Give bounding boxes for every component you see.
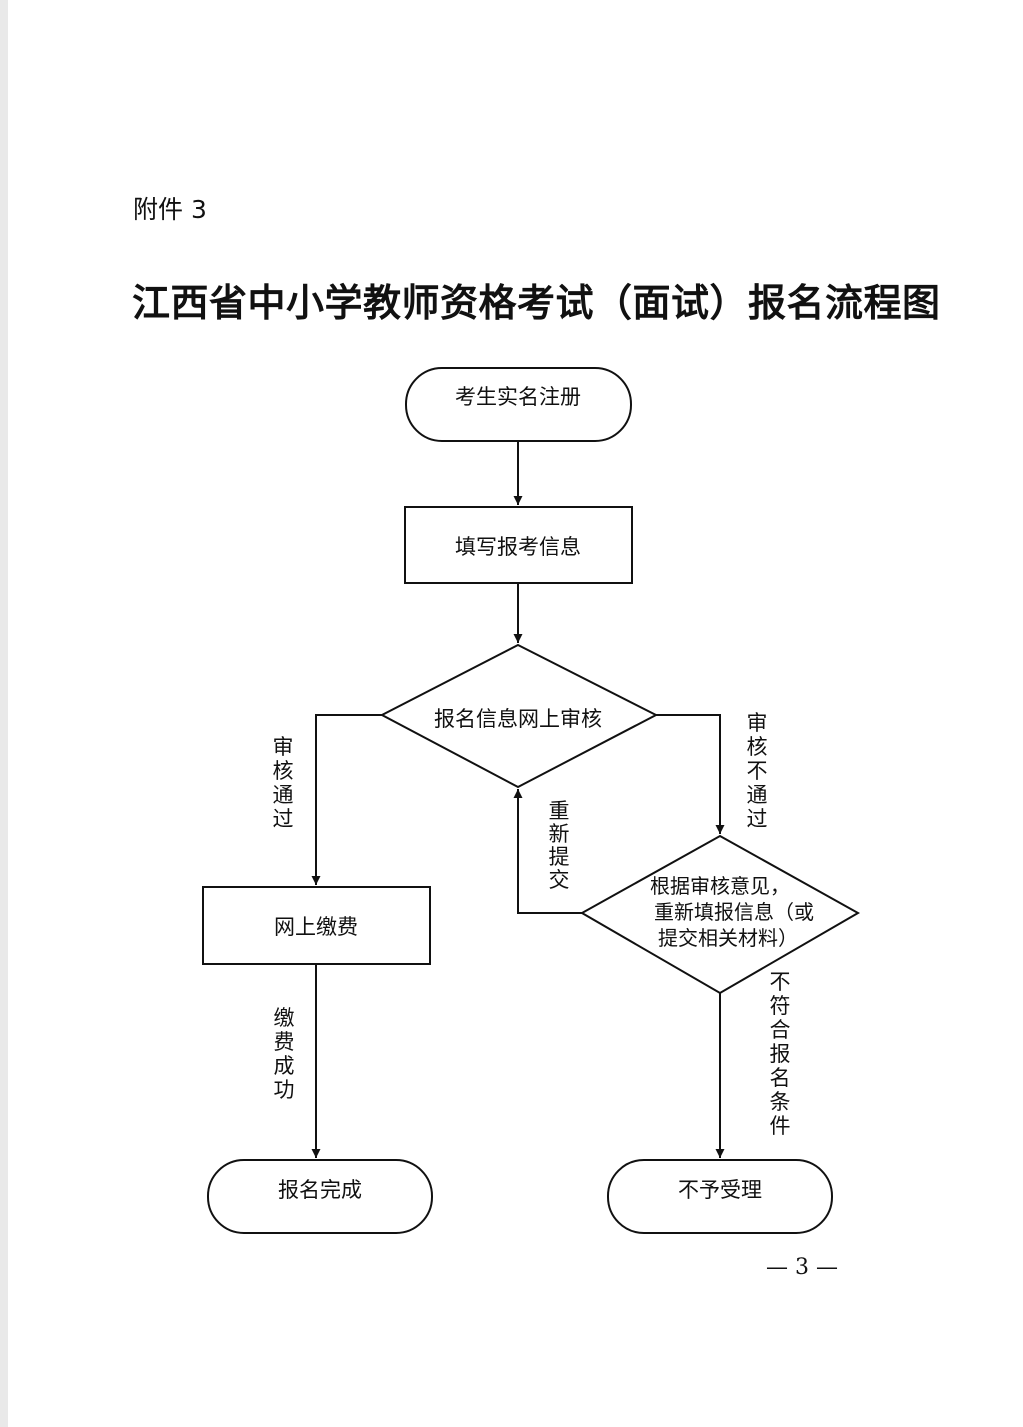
page-edge-shadow [0, 0, 8, 1427]
node-resubmit-line-2: 重新填报信息（或 [654, 900, 814, 924]
edge-label-pass: 审核通过 [273, 735, 294, 831]
edge-review-fail [656, 714, 725, 834]
edge-review-pass [311, 714, 382, 885]
edge-label-char: 提 [549, 845, 570, 869]
node-register-label: 考生实名注册 [455, 385, 581, 409]
node-register: 考生实名注册 [405, 367, 632, 442]
node-payment: 网上缴费 [202, 886, 431, 965]
edge-label-char: 条 [770, 1090, 791, 1114]
page-title: 江西省中小学教师资格考试（面试）报名流程图 [132, 280, 941, 325]
edge-label-char: 过 [747, 807, 768, 831]
edge-label-char: 符 [770, 994, 791, 1018]
edge-label-char: 缴 [274, 1006, 295, 1030]
edge-label-ineligible: 不符合报名条件 [770, 970, 791, 1138]
edge-label-char: 交 [549, 868, 570, 892]
edge-label-char: 核 [747, 735, 768, 759]
node-fill-info-label: 填写报考信息 [455, 535, 581, 559]
edge-resubmit-again [513, 789, 582, 914]
edge-label-char: 成 [274, 1054, 295, 1078]
node-complete-label: 报名完成 [278, 1178, 362, 1202]
edge-label-char: 重 [549, 799, 570, 823]
edge-label-char: 费 [274, 1030, 295, 1054]
node-rejected-label: 不予受理 [678, 1178, 762, 1202]
edge-label-char: 件 [770, 1114, 791, 1138]
edge-label-char: 合 [770, 1018, 791, 1042]
edge-label-char: 通 [747, 783, 768, 807]
node-review-decision: 报名信息网上审核 [379, 643, 659, 789]
node-rejected: 不予受理 [607, 1159, 833, 1234]
edge-label-char: 名 [770, 1066, 791, 1090]
edge-label-char: 新 [549, 822, 570, 846]
node-payment-label: 网上缴费 [274, 915, 358, 939]
edge-label-char: 审 [747, 711, 768, 735]
edge-label-char: 过 [273, 807, 294, 831]
edge-label-char: 不 [747, 759, 768, 783]
edge-label-pay-success: 缴费成功 [274, 1006, 295, 1102]
node-review-label: 报名信息网上审核 [434, 707, 602, 731]
node-resubmit-line-3: 提交相关材料） [658, 926, 798, 950]
page-number: — 3 — [766, 1255, 838, 1280]
attachment-label: 附件 3 [133, 195, 207, 224]
node-resubmit-decision: 根据审核意见， 重新填报信息（或 提交相关材料） [579, 834, 861, 995]
edge-label-char: 核 [273, 759, 294, 783]
edge-label-resubmit: 重新提交 [549, 799, 570, 892]
node-fill-info: 填写报考信息 [404, 506, 633, 584]
edge-label-char: 审 [273, 735, 294, 759]
edge-label-char: 不 [770, 970, 791, 994]
edge-label-char: 报 [770, 1042, 791, 1066]
node-resubmit-line-1: 根据审核意见， [650, 874, 790, 898]
node-complete: 报名完成 [207, 1159, 433, 1234]
edge-label-char: 功 [274, 1078, 295, 1102]
edge-label-char: 通 [273, 783, 294, 807]
edge-label-fail: 审核不通过 [747, 711, 768, 831]
